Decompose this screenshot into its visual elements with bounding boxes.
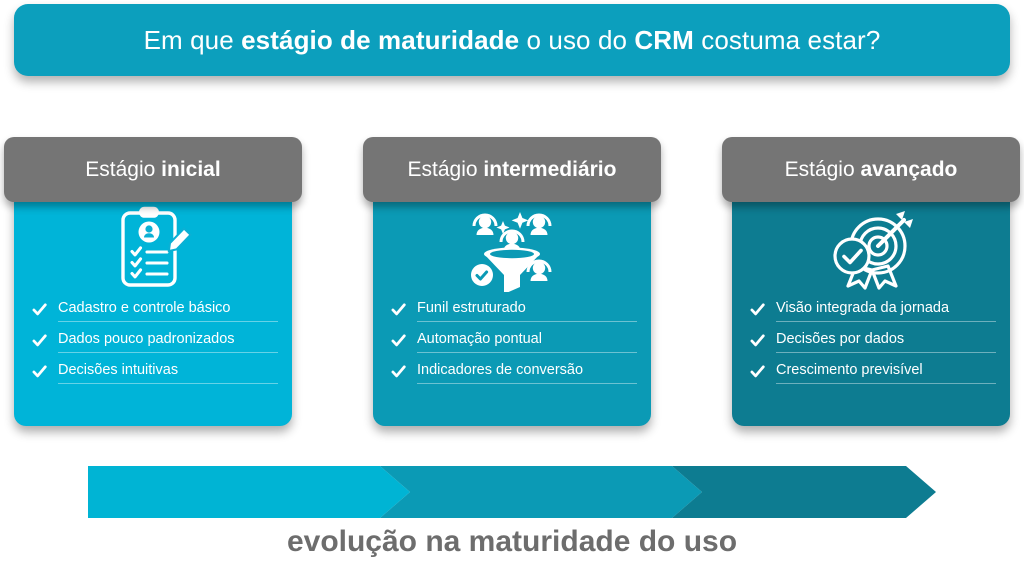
check-icon (750, 364, 765, 377)
stage-card-body-avancado: Visão integrada da jornada Decisões por … (732, 194, 1010, 426)
list-item: Indicadores de conversão (389, 359, 637, 390)
stage-card-title-avancado: Estágio avançado (785, 158, 958, 182)
stage-title-emphasis: intermediário (483, 157, 617, 181)
stage-title-prefix: Estágio (407, 157, 484, 181)
page-title: Em que estágio de maturidade o uso do CR… (144, 25, 881, 56)
bullet-label: Crescimento previsível (776, 362, 996, 384)
list-item: Funil estruturado (389, 297, 637, 328)
bullet-label: Cadastro e controle básico (58, 300, 278, 322)
footer-caption-clip: evolução na maturidade do uso (0, 529, 1024, 572)
stage-card-header-avancado: Estágio avançado (722, 137, 1020, 202)
list-item: Crescimento previsível (748, 359, 996, 390)
stage-title-prefix: Estágio (85, 157, 162, 181)
check-icon (391, 364, 406, 377)
title-banner: Em que estágio de maturidade o uso do CR… (14, 4, 1010, 76)
list-item: Visão integrada da jornada (748, 297, 996, 328)
bullet-label: Decisões intuitivas (58, 362, 278, 384)
stage-title-emphasis: avançado (860, 157, 958, 181)
stage-card-intermediario: Estágio intermediário (363, 137, 661, 430)
stage-card-body-intermediario: Funil estruturado Automação pontual Indi… (373, 194, 651, 426)
check-icon (750, 302, 765, 315)
footer-caption: evolução na maturidade do uso (286, 529, 738, 558)
stage-cards-row: Estágio inicial (0, 137, 1024, 432)
stage-card-header-inicial: Estágio inicial (4, 137, 302, 202)
stage-title-prefix: Estágio (784, 157, 861, 181)
clipboard-checklist-pencil-icon (14, 194, 292, 297)
check-icon (32, 364, 47, 377)
title-emphasis-crm: CRM (634, 24, 694, 55)
progress-arrow-segment-2 (380, 466, 702, 518)
stage-bullet-list-intermediario: Funil estruturado Automação pontual Indi… (373, 297, 651, 390)
check-icon (391, 302, 406, 315)
title-prefix: Em que (143, 24, 242, 55)
progress-arrow-segment-3 (672, 466, 936, 518)
bullet-label: Decisões por dados (776, 331, 996, 353)
stage-card-avancado: Estágio avançado (722, 137, 1020, 430)
stage-bullet-list-inicial: Cadastro e controle básico Dados pouco p… (14, 297, 292, 390)
bullet-label: Visão integrada da jornada (776, 300, 996, 322)
stage-card-title-intermediario: Estágio intermediário (408, 158, 617, 182)
title-suffix: costuma estar? (693, 24, 881, 55)
list-item: Automação pontual (389, 328, 637, 359)
progress-arrow-band (88, 466, 936, 518)
list-item: Decisões por dados (748, 328, 996, 359)
bullet-label: Indicadores de conversão (417, 362, 637, 384)
target-arrow-badge-icon (732, 194, 1010, 297)
funnel-people-icon (373, 194, 651, 297)
stage-card-body-inicial: Cadastro e controle básico Dados pouco p… (14, 194, 292, 426)
list-item: Decisões intuitivas (30, 359, 278, 390)
bullet-label: Dados pouco padronizados (58, 331, 278, 353)
stage-card-header-intermediario: Estágio intermediário (363, 137, 661, 202)
check-icon (750, 333, 765, 346)
check-icon (32, 333, 47, 346)
stage-bullet-list-avancado: Visão integrada da jornada Decisões por … (732, 297, 1010, 390)
stage-card-inicial: Estágio inicial (4, 137, 302, 430)
check-icon (391, 333, 406, 346)
title-emphasis-maturidade: estágio de maturidade (241, 24, 520, 55)
bullet-label: Automação pontual (417, 331, 637, 353)
check-icon (32, 302, 47, 315)
list-item: Dados pouco padronizados (30, 328, 278, 359)
stage-card-title-inicial: Estágio inicial (85, 158, 220, 182)
list-item: Cadastro e controle básico (30, 297, 278, 328)
title-middle: o uso do (519, 24, 635, 55)
progress-arrow-segment-1 (88, 466, 410, 518)
bullet-label: Funil estruturado (417, 300, 637, 322)
stage-title-emphasis: inicial (161, 157, 221, 181)
